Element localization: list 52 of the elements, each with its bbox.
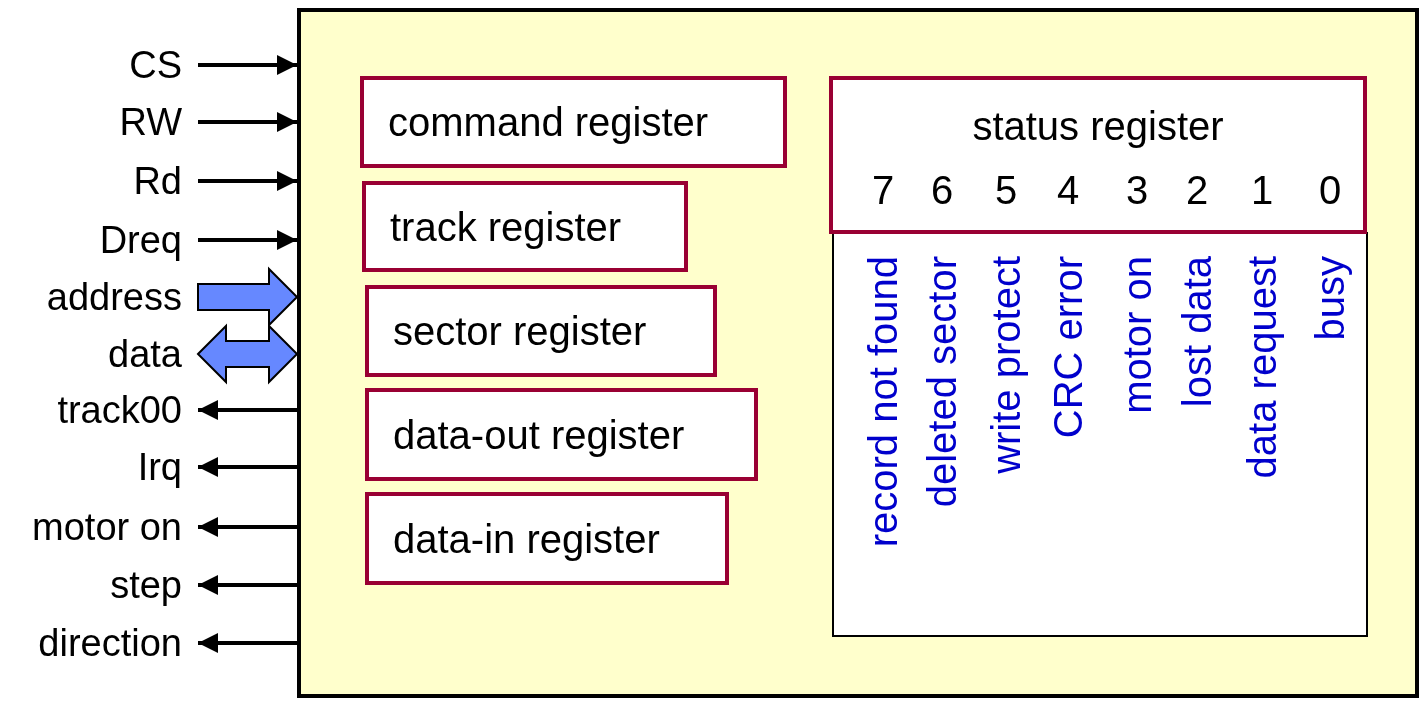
signal-label: Irq	[0, 441, 198, 493]
register-label: data-out register	[393, 414, 685, 455]
status-register-box	[829, 76, 1367, 234]
signal-arrow	[198, 171, 297, 191]
status-bit-label: lost data	[1175, 256, 1219, 408]
signal-label: track00	[0, 384, 198, 436]
controller-box	[297, 8, 1419, 698]
register-label: status register	[971, 106, 1225, 146]
status-bits-box	[832, 232, 1368, 637]
bit-number: 2	[1185, 170, 1209, 210]
signal-arrow	[198, 517, 297, 537]
bus-arrow	[197, 266, 299, 328]
signal-label: CS	[0, 39, 198, 91]
register-label: sector register	[393, 311, 647, 351]
bit-number: 6	[930, 170, 954, 210]
status-bit-label: write protect	[984, 256, 1028, 474]
status-bit-label: data request	[1240, 256, 1284, 479]
status-bit-label: CRC error	[1046, 256, 1090, 439]
register-box	[365, 388, 758, 481]
signal-arrow	[198, 112, 297, 132]
signal-arrow	[198, 457, 297, 477]
bit-number: 0	[1318, 170, 1342, 210]
status-bit-label: record not found	[861, 256, 905, 548]
register-box	[365, 285, 717, 377]
bus-arrow	[196, 323, 299, 385]
signal-label: motor on	[0, 501, 198, 553]
register-box	[362, 181, 688, 272]
register-label: track register	[390, 206, 622, 247]
register-box	[360, 76, 787, 168]
signal-label: Dreq	[0, 214, 198, 266]
signal-arrow	[198, 55, 297, 75]
signal-label: data	[0, 328, 198, 380]
status-bit-label: deleted sector	[920, 256, 964, 508]
signal-label: address	[0, 271, 198, 323]
status-bit-label: motor on	[1115, 256, 1159, 414]
register-box	[365, 492, 729, 585]
signal-arrow	[198, 575, 297, 595]
signal-arrow	[198, 400, 297, 420]
signal-label: Rd	[0, 155, 198, 207]
signal-label: direction	[0, 617, 198, 669]
signal-label: RW	[0, 96, 198, 148]
bit-number: 5	[994, 170, 1018, 210]
signal-arrow	[198, 230, 297, 250]
bit-number: 3	[1125, 170, 1149, 210]
signal-arrow	[198, 633, 297, 653]
signal-label: step	[0, 559, 198, 611]
bit-number: 1	[1250, 170, 1274, 210]
register-label: command register	[388, 102, 709, 142]
bit-number: 4	[1056, 170, 1080, 210]
register-label: data-in register	[393, 518, 660, 559]
bit-number: 7	[871, 170, 895, 210]
status-bit-label: busy	[1308, 256, 1352, 341]
